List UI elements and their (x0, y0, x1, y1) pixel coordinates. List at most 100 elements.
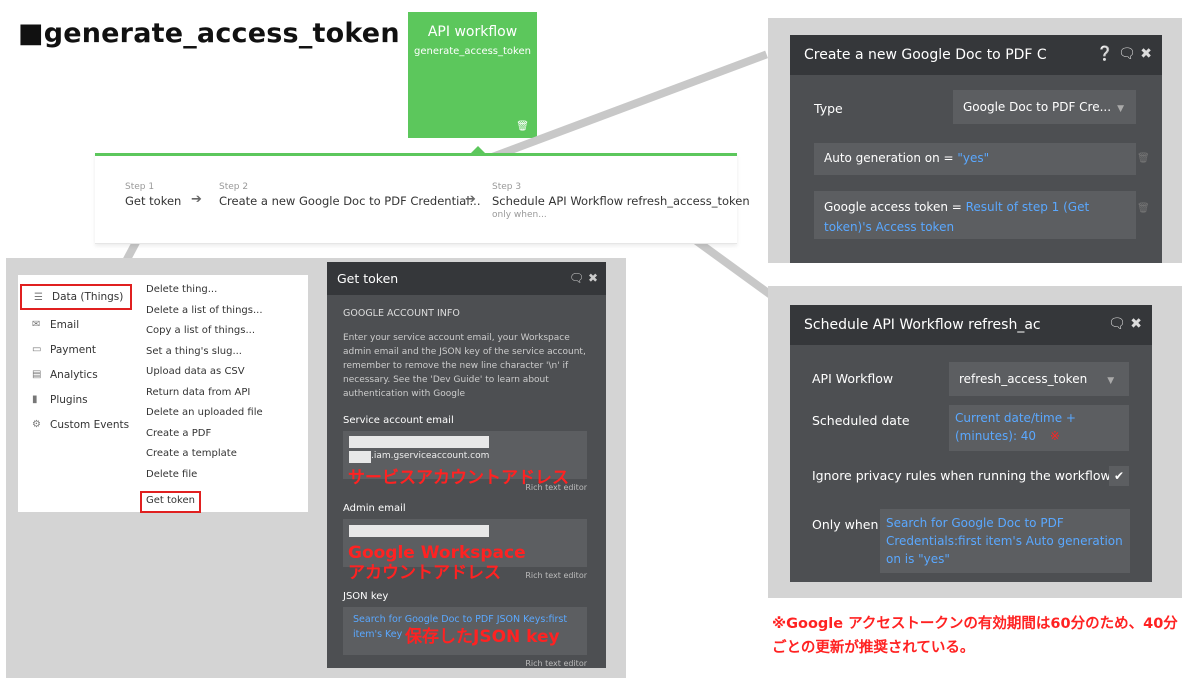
plug-icon: ▮ (32, 394, 38, 405)
step-condition: only when... (492, 210, 547, 220)
step-2[interactable]: Step 2 Create a new Google Doc to PDF Cr… (219, 182, 481, 208)
comment-icon[interactable]: 🗨 (1118, 46, 1136, 62)
category-email[interactable]: ✉Email (18, 312, 136, 337)
gears-icon: ⚙ (32, 419, 41, 430)
redacted-block (349, 525, 489, 537)
category-analytics[interactable]: ▤ Analytics (18, 362, 136, 387)
editor-header: Create a new Google Doc to PDF C ❔ 🗨 ✖ (790, 35, 1162, 75)
service-account-field[interactable]: .iam.gserviceaccount.com Rich text edito… (343, 431, 587, 492)
section-heading: GOOGLE ACCOUNT INFO (343, 308, 460, 319)
step-label: Create a new Google Doc to PDF Credentia… (219, 194, 481, 208)
category-payment[interactable]: ▭Payment (18, 337, 136, 362)
field-label: Google access token = (824, 200, 966, 214)
action-menu: ☰Data (Things) ✉Email ▭Payment ▤ Analytic… (18, 275, 308, 513)
category-plugins[interactable]: ▮ Plugins (18, 387, 136, 412)
step-3[interactable]: Step 3 Schedule API Workflow refresh_acc… (492, 182, 750, 220)
arrow-right-icon: ➔ (191, 192, 202, 207)
editor-title: Create a new Google Doc to PDF C (804, 47, 1047, 63)
only-when-label: Only when (812, 517, 879, 532)
type-dropdown[interactable]: Google Doc to PDF Cre...▼ (953, 90, 1136, 124)
annotation-service-account: サービスアカウントアドレス (348, 468, 569, 488)
auto-generation-field[interactable]: Auto generation on = "yes" (814, 143, 1136, 175)
ignore-privacy-checkbox[interactable]: ✔ (1109, 466, 1129, 486)
admin-email-label: Admin email (343, 503, 406, 514)
close-icon[interactable]: ✖ (1130, 316, 1142, 332)
json-key-label: JSON key (343, 591, 389, 602)
google-access-token-field[interactable]: Google access token = Result of step 1 (… (814, 191, 1136, 239)
action-item-get-token[interactable]: Get token (140, 491, 201, 513)
editor-header: Schedule API Workflow refresh_ac 🗨 ✖ (790, 305, 1152, 345)
api-workflow-card[interactable]: API workflow generate_access_token 🗑 (408, 12, 537, 138)
steps-bar-notch (470, 146, 486, 154)
scheduled-date-label: Scheduled date (812, 413, 910, 428)
page-title: ■generate_access_token (18, 18, 400, 49)
editor-title: Get token (337, 271, 399, 286)
category-label: Email (50, 318, 80, 331)
annotation-admin-1: Google Workspace (348, 543, 526, 563)
comment-icon[interactable]: 🗨 (1108, 316, 1126, 332)
service-account-value: .iam.gserviceaccount.com (371, 451, 490, 461)
chart-icon: ▤ (32, 369, 42, 380)
rich-text-editor-link[interactable]: Rich text editor (525, 483, 587, 492)
only-when-field[interactable]: Search for Google Doc to PDF Credentials… (880, 509, 1130, 573)
step-label: Schedule API Workflow refresh_access_tok… (492, 194, 750, 208)
field-label: Auto generation on = (824, 151, 958, 165)
action-item[interactable]: Return data from API (146, 386, 251, 398)
action-item[interactable]: Delete file (146, 468, 198, 480)
action-item[interactable]: Copy a list of things... (146, 325, 256, 336)
field-value: Current date/time + (955, 411, 1076, 425)
section-description: Enter your service account email, your W… (343, 333, 586, 399)
category-custom-events[interactable]: ⚙Custom Events (18, 412, 136, 437)
close-icon[interactable]: ✖ (587, 271, 598, 285)
admin-email-field[interactable]: Rich text editor (343, 519, 587, 580)
editor-header: Get token 🗨 ✖ (327, 262, 606, 295)
arrow-right-icon: ➔ (465, 192, 476, 207)
step-number: Step 3 (492, 182, 522, 192)
step-number: Step 1 (125, 182, 155, 192)
database-icon: ☰ (34, 291, 43, 303)
step-label: Get token (125, 194, 182, 208)
redacted-block (349, 451, 371, 463)
create-thing-editor: Create a new Google Doc to PDF C ❔ 🗨 ✖ T… (790, 35, 1162, 263)
footnote: ※Google アクセストークンの有効期間は60分のため、40分ごとの更新が推奨… (772, 616, 1178, 656)
scheduled-date-field[interactable]: Current date/time + (minutes): 40 ※ (949, 405, 1129, 451)
step-number: Step 2 (219, 182, 249, 192)
action-item[interactable]: Delete an uploaded file (146, 407, 263, 418)
rich-text-editor-link[interactable]: Rich text editor (525, 571, 587, 580)
type-label: Type (814, 101, 843, 116)
annotation-json-key: 保存したJSON key (405, 627, 560, 647)
ignore-privacy-label: Ignore privacy rules when running the wo… (812, 468, 1111, 483)
redacted-block (349, 436, 489, 448)
action-item[interactable]: Create a template (146, 448, 237, 459)
workflow-card-title: API workflow (427, 24, 518, 40)
field-value: Search for Google Doc to PDF Credentials… (886, 516, 1123, 566)
field-value: token)'s Access token (824, 220, 955, 234)
field-value: Result of step 1 (Get (965, 200, 1090, 214)
api-workflow-value: refresh_access_token (959, 372, 1088, 386)
action-item[interactable]: Delete thing... (146, 284, 218, 295)
annotation-admin-2: アカウントアドレス (348, 563, 501, 583)
action-item[interactable]: Delete a list of things... (146, 304, 263, 316)
category-label: Plugins (50, 393, 88, 406)
trash-icon[interactable]: 🗑 (1137, 203, 1150, 214)
close-icon[interactable]: ✖ (1140, 46, 1152, 62)
action-item[interactable]: Set a thing's slug... (146, 345, 242, 357)
workflow-card-subtitle: generate_access_token (414, 46, 531, 57)
comment-icon[interactable]: 🗨 (568, 271, 585, 285)
action-item[interactable]: Create a PDF (146, 427, 212, 439)
trash-icon[interactable]: 🗑 (1137, 153, 1150, 164)
type-value: Google Doc to PDF Cre... (963, 100, 1112, 114)
json-key-field[interactable]: Search for Google Doc to PDF JSON Keys:f… (343, 607, 587, 668)
rich-text-editor-link[interactable]: Rich text editor (525, 659, 587, 668)
api-workflow-dropdown[interactable]: refresh_access_token▼ (949, 362, 1129, 396)
json-key-value: Search for Google Doc to PDF JSON Keys:f… (353, 614, 568, 640)
category-data-things[interactable]: ☰Data (Things) (20, 284, 132, 310)
action-list: Delete thing... Delete a list of things.… (140, 283, 263, 513)
schedule-workflow-editor: Schedule API Workflow refresh_ac 🗨 ✖ API… (790, 305, 1152, 582)
help-icon[interactable]: ❔ (1096, 46, 1114, 62)
action-item[interactable]: Upload data as CSV (146, 366, 245, 377)
category-label: Analytics (50, 368, 98, 381)
card-icon: ▭ (32, 344, 42, 355)
trash-icon[interactable]: 🗑 (516, 121, 529, 132)
step-1[interactable]: Step 1 Get token (125, 182, 181, 208)
